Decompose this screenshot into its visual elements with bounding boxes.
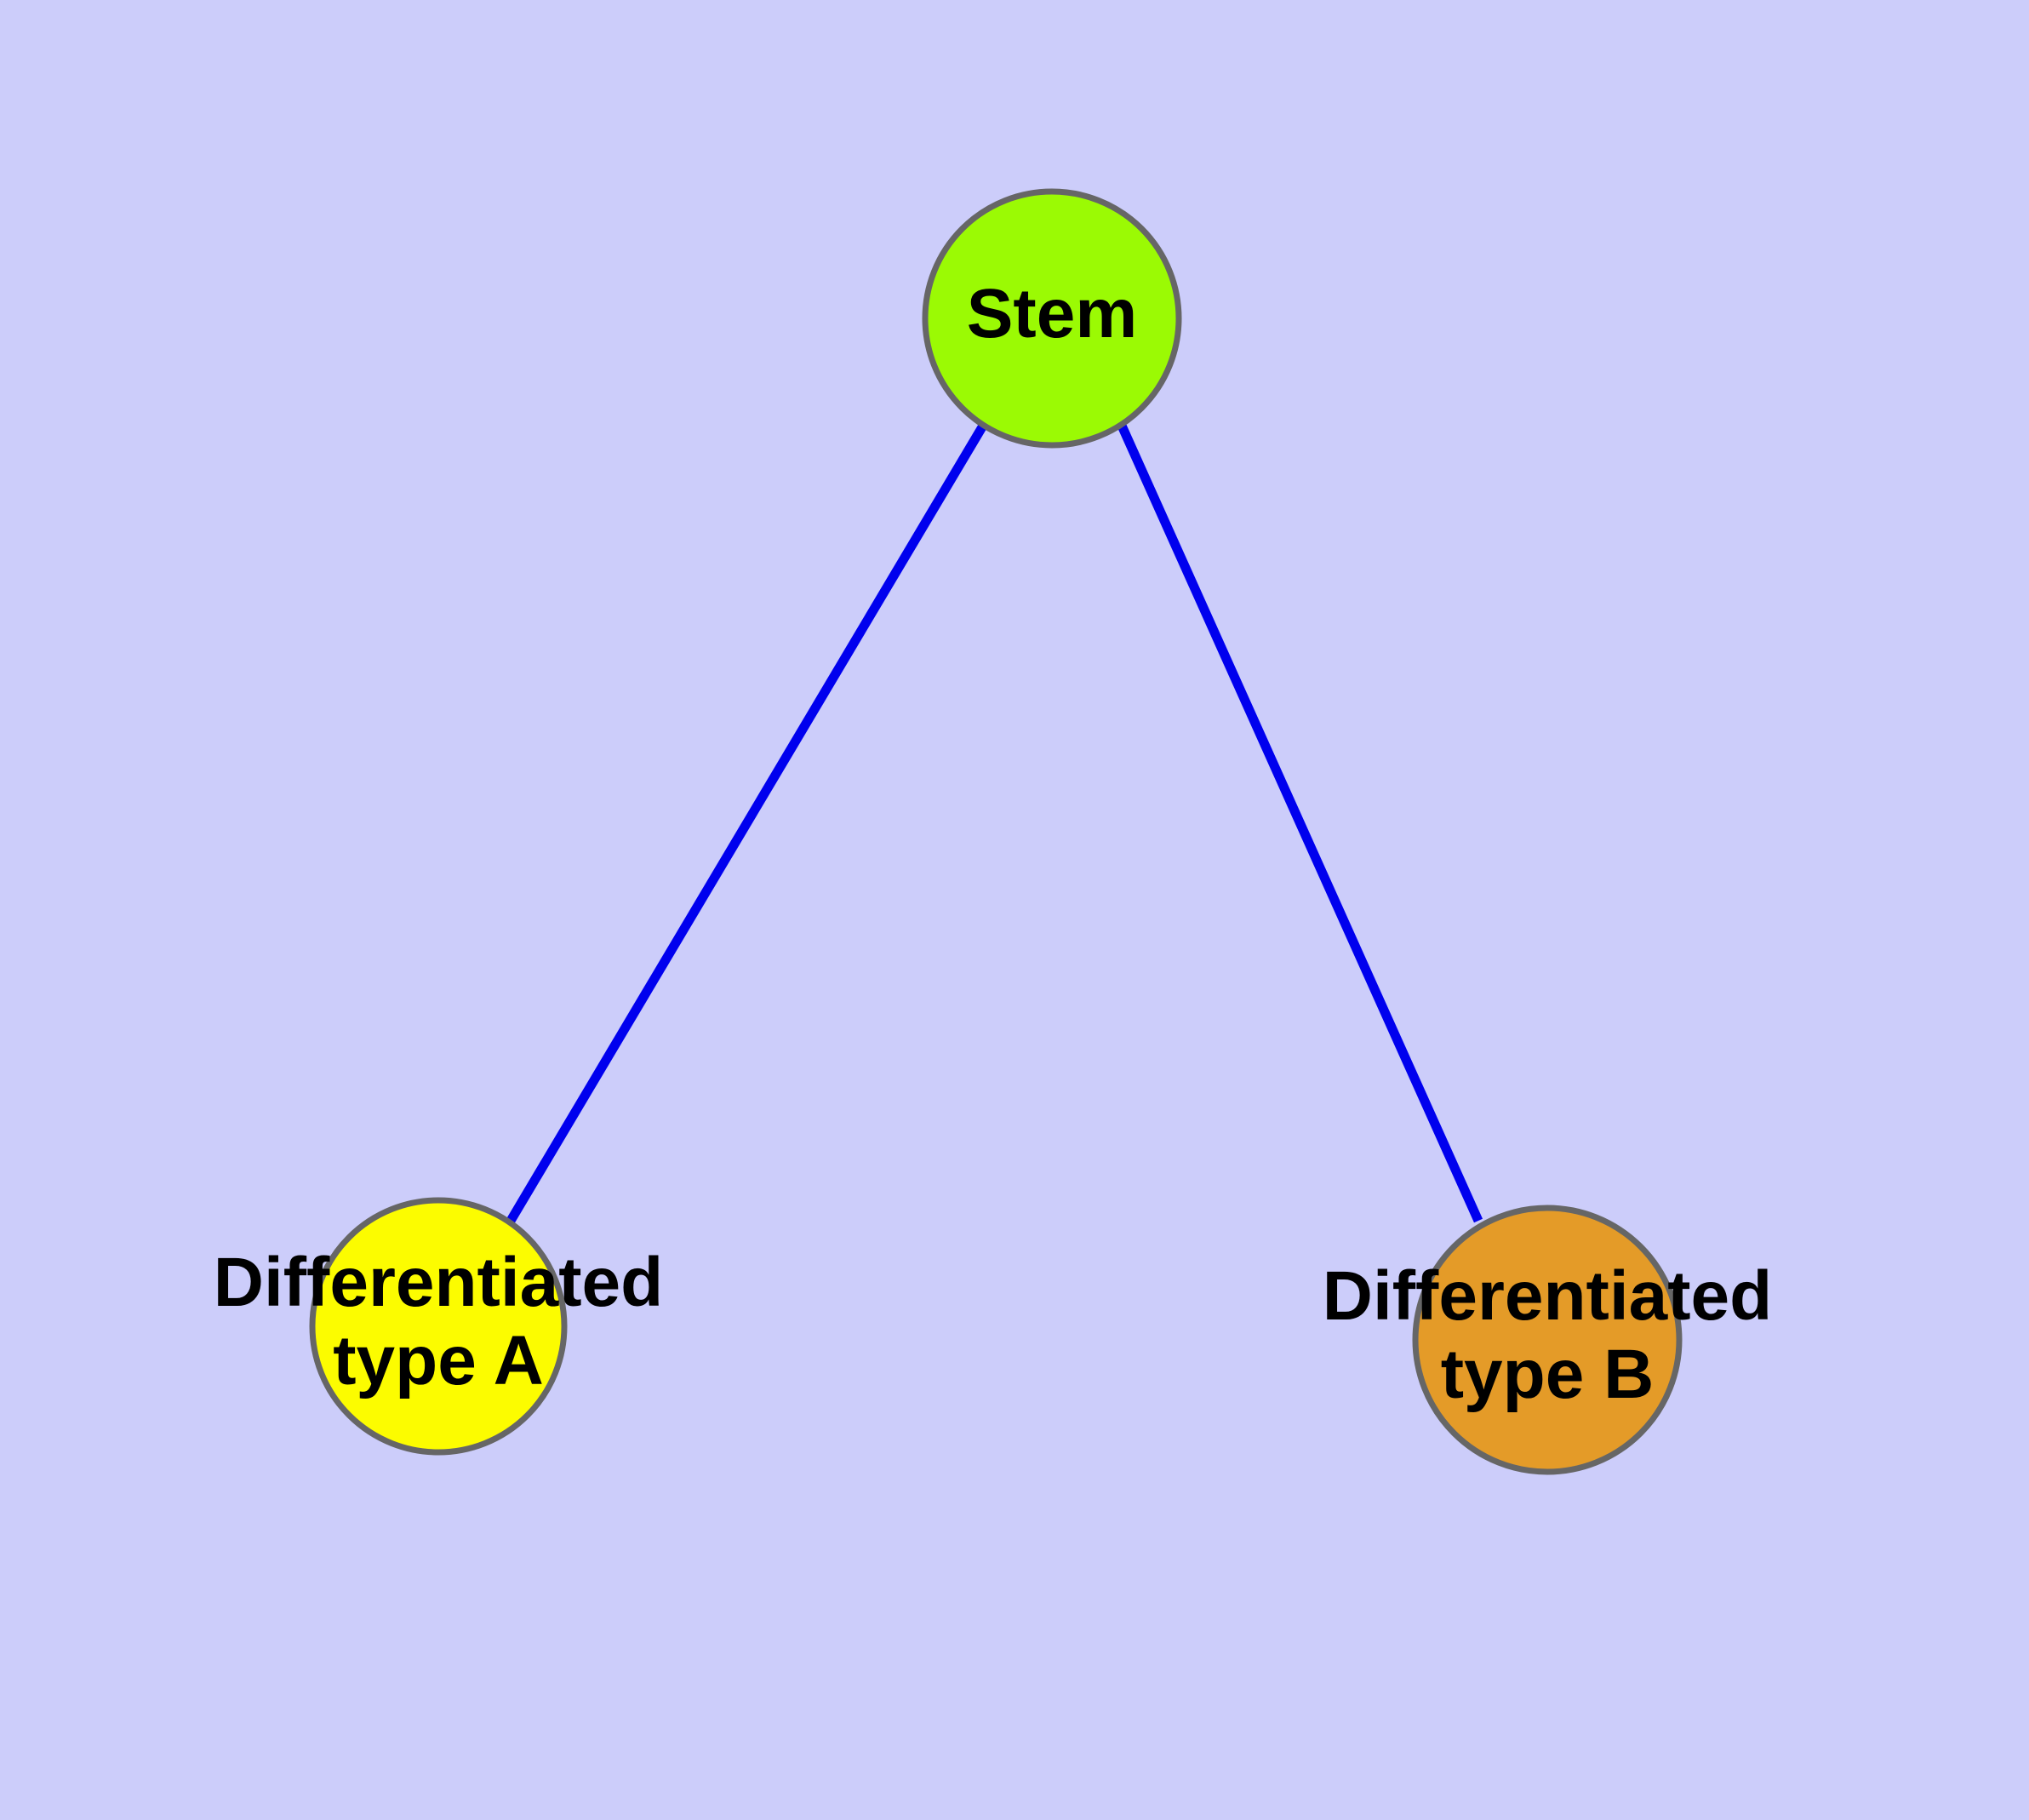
- edge-layer: [506, 423, 1483, 1223]
- node-stem[interactable]: [922, 188, 1182, 449]
- node-differentiated-type-a[interactable]: [309, 1197, 568, 1456]
- node-stem-label: Stem: [967, 275, 1138, 352]
- node-differentiated-type-b[interactable]: [1412, 1205, 1683, 1475]
- edge-stem-to-differentiated-type-a[interactable]: [506, 423, 987, 1223]
- node-differentiated-type-b-circle[interactable]: [1412, 1205, 1683, 1475]
- node-stem-circle[interactable]: [922, 188, 1182, 449]
- edge-stem-to-differentiated-type-b[interactable]: [1117, 423, 1483, 1223]
- node-differentiated-type-a-circle[interactable]: [309, 1197, 568, 1456]
- node-layer: [309, 188, 1683, 1475]
